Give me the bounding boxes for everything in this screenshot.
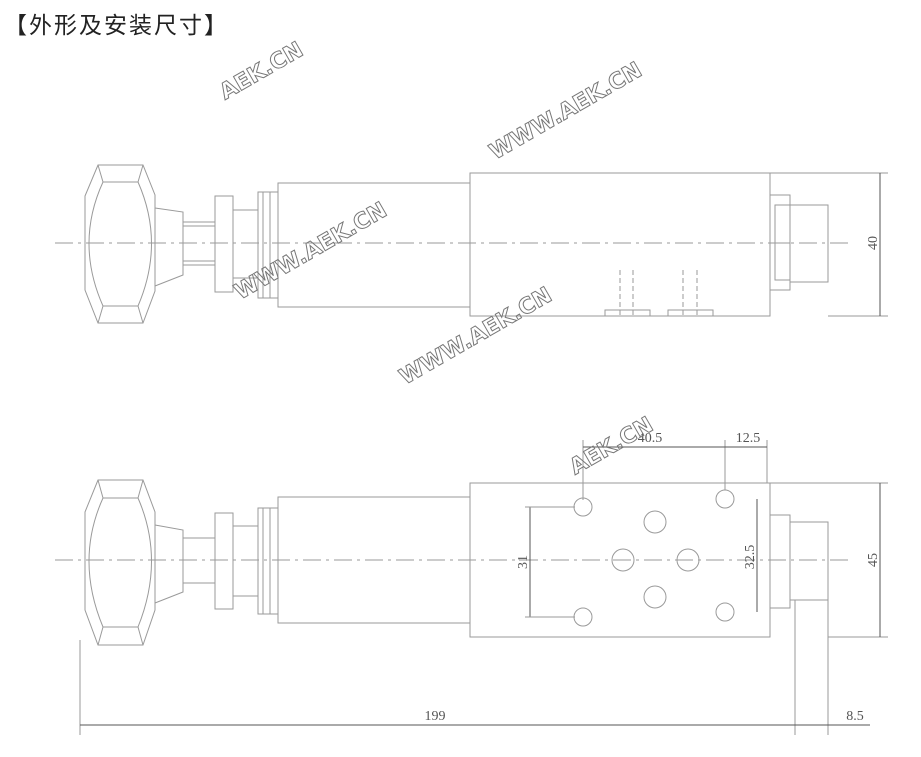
side-view: 40 [55,164,888,324]
dim-199: 199 [425,709,446,724]
dim-8-5: 8.5 [846,709,864,724]
watermark: WWW.AEK.CN [231,198,392,305]
dim-45: 45 [866,553,881,567]
watermark: AEK.CN [566,413,658,481]
watermarks: AEK.CN WWW.AEK.CN WWW.AEK.CN WWW.AEK.CN … [215,37,658,481]
top-view: 40.5 12.5 31 32.5 45 199 8.5 [55,431,888,735]
mounting-holes [573,489,735,627]
page-title: 【外形及安装尺寸】 [4,13,229,39]
watermark: WWW.AEK.CN [486,58,647,165]
watermark: AEK.CN [216,38,308,106]
dim-40: 40 [866,236,881,250]
dim-12-5: 12.5 [736,431,761,446]
dim-40-5: 40.5 [638,431,663,446]
dim-32-5: 32.5 [743,545,758,570]
dim-31: 31 [516,555,531,569]
watermark: WWW.AEK.CN [396,283,557,390]
